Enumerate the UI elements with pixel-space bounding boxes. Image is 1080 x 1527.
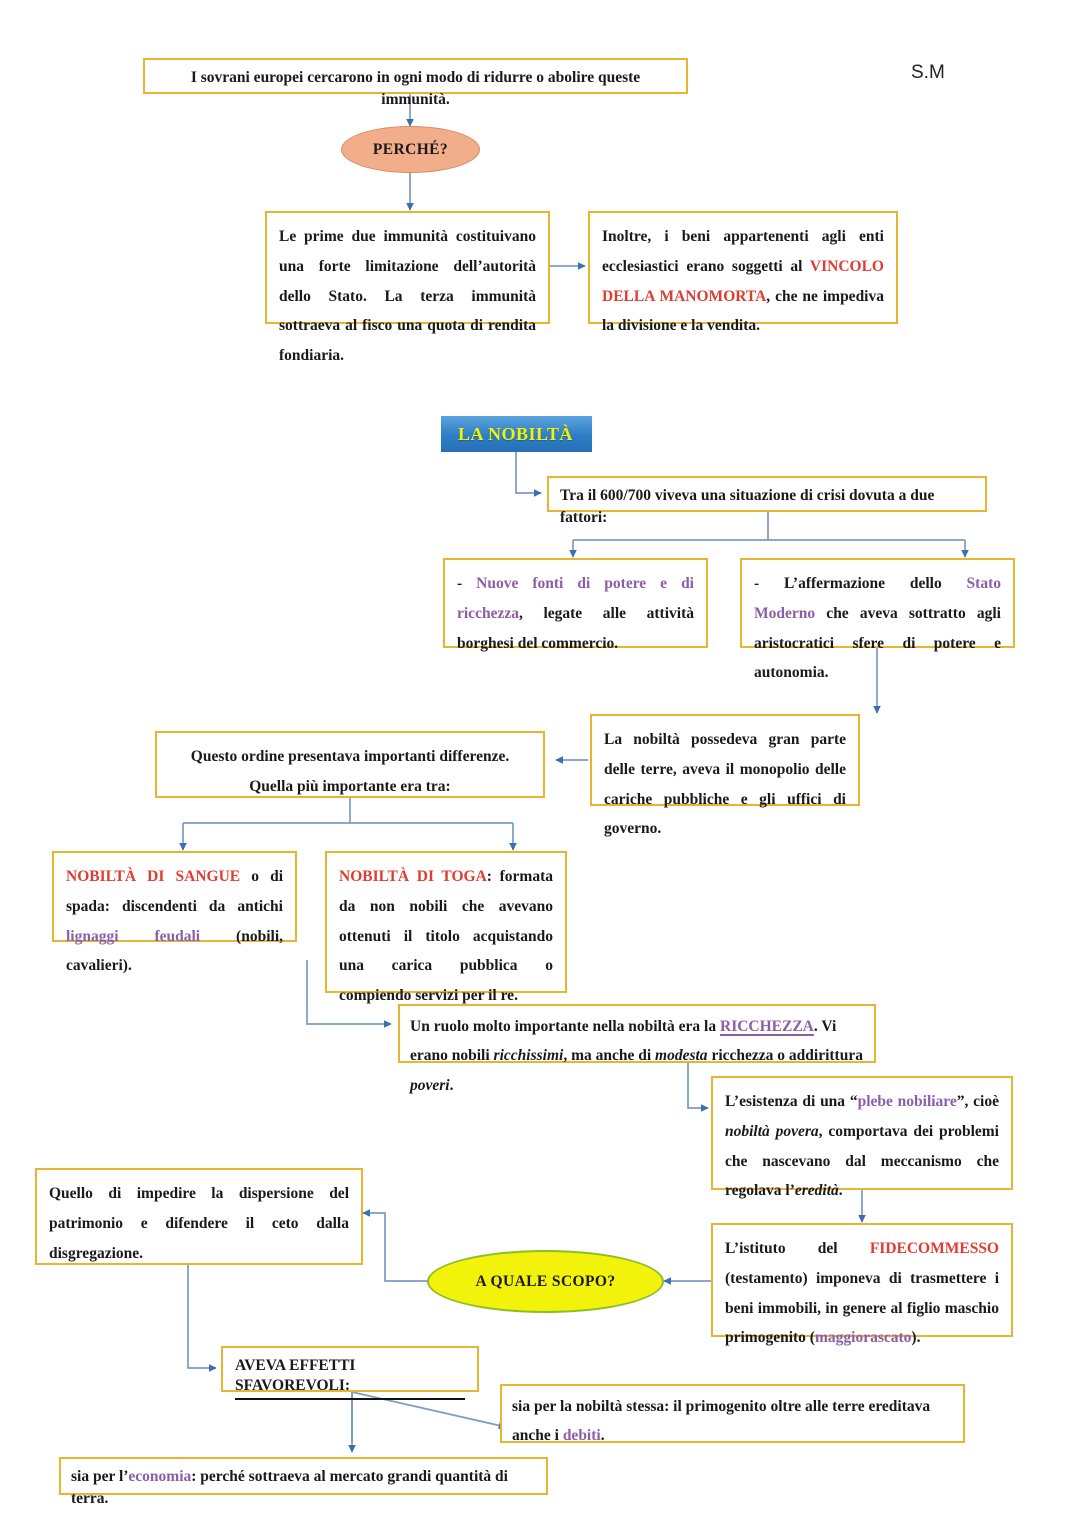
effetto-economia-highlight: economia	[128, 1468, 192, 1485]
effetto-nobilta-part1: sia per la nobiltà stessa: il primogenit…	[512, 1398, 931, 1445]
effetto-economia-part1: sia per l’	[71, 1468, 129, 1485]
fattore2-highlight: Stato Moderno	[754, 575, 1001, 622]
ricchezza-highlight: RICCHEZZA	[720, 1018, 814, 1035]
impedire-dispersione-box: Quello di impedire la dispersione del pa…	[35, 1168, 363, 1265]
differenze-box: Questo ordine presentava importanti diff…	[155, 731, 545, 798]
nobilta-di-toga-box: NOBILTÀ DI TOGA: formata da non nobili c…	[325, 851, 567, 1004]
plebe-part4: .	[838, 1182, 843, 1200]
fidecommesso-highlight2: maggiorascato	[814, 1329, 912, 1347]
section-header-label: LA NOBILTÀ	[458, 423, 573, 444]
plebe-nobiliare-box: L’esistenza di una “plebe nobiliare”, ci…	[711, 1076, 1013, 1199]
nobilta-di-sangue-box: NOBILTÀ DI SANGUE o di spada: discendent…	[52, 851, 297, 974]
ricchezza-ital1: ricchissimi	[493, 1047, 564, 1065]
manomorta-text-part2: , che ne impediva la divisione e la vend…	[602, 287, 884, 335]
sangue-part1: o di spada: discendenti da antichi	[66, 868, 283, 915]
ricchezza-part5: .	[449, 1076, 454, 1094]
possedeva-text: La nobiltà possedeva gran parte delle te…	[604, 731, 846, 838]
intro-text: I sovrani europei cercarono in ogni modo…	[190, 69, 641, 109]
fidecommesso-part3: ).	[911, 1329, 921, 1347]
fattore1-highlight: Nuove fonti di potere e di ricchezza	[457, 575, 694, 622]
manomorta-box: Inoltre, i beni appartenenti agli enti e…	[588, 211, 898, 334]
scopo-label: A QUALE SCOPO?	[475, 1272, 616, 1290]
ricchezza-box: Un ruolo molto importante nella nobiltà …	[398, 1004, 876, 1094]
plebe-part1: L’esistenza di una “	[725, 1093, 858, 1110]
perche-label: PERCHÉ?	[372, 140, 449, 158]
fattore-nuove-fonti-box: - Nuove fonti di potere e di ricchezza, …	[443, 558, 708, 652]
effetto-economia-box: sia per l’economia: perché sottraeva al …	[59, 1457, 548, 1507]
effetto-nobilta-box: sia per la nobiltà stessa: il primogenit…	[500, 1384, 965, 1445]
manomorta-highlight: VINCOLO DELLA MANOMORTA	[602, 257, 884, 305]
immunita-text: Le prime due immunità costituivano una f…	[279, 228, 536, 364]
fattore-stato-moderno-box: - L’affermazione dello Stato Moderno che…	[740, 558, 1015, 681]
fidecommesso-highlight: FIDECOMMESSO	[869, 1240, 999, 1257]
effetto-economia-part2: : perché sottraeva al mercato grandi qua…	[71, 1468, 508, 1508]
sangue-highlight: NOBILTÀ DI SANGUE	[66, 868, 241, 885]
possedeva-terre-box: La nobiltà possedeva gran parte delle te…	[590, 714, 860, 837]
toga-rest: : formata da non nobili che avevano otte…	[339, 868, 553, 1004]
impedire-text: Quello di impedire la dispersione del pa…	[49, 1185, 349, 1262]
ricchezza-ital2: modesta	[655, 1047, 708, 1065]
effetto-nobilta-part2: .	[600, 1427, 605, 1445]
sangue-highlight2: lignaggi feudali	[66, 927, 201, 945]
plebe-highlight: plebe nobiliare	[857, 1093, 957, 1110]
fidecommesso-part2: (testamento) imponeva di trasmettere i b…	[725, 1269, 999, 1347]
a-quale-scopo-ellipse: A QUALE SCOPO?	[427, 1250, 664, 1313]
sangue-part2: (nobili, cavalieri).	[66, 927, 284, 975]
differenze-text: Questo ordine presentava importanti diff…	[190, 748, 510, 795]
ricchezza-part1: Un ruolo molto importante nella nobiltà …	[410, 1018, 720, 1035]
effetti-title: AVEVA EFFETTI SFAVOREVOLI:	[235, 1356, 465, 1401]
effetto-nobilta-highlight: debiti	[562, 1427, 601, 1445]
crisi-box: Tra il 600/700 viveva una situazione di …	[547, 476, 987, 526]
plebe-ital1: nobiltà povera	[725, 1122, 819, 1140]
plebe-ital2: eredità	[794, 1182, 839, 1200]
fattore2-part2: che aveva sottratto agli aristocratici s…	[754, 604, 1001, 682]
fattore1-rest: , legate alle attività borghesi del comm…	[457, 604, 694, 652]
ricchezza-part4: ricchezza o addirittura	[707, 1047, 863, 1065]
perche-ellipse: PERCHÉ?	[341, 126, 480, 173]
ricchezza-part2: . Vi erano nobili	[410, 1018, 837, 1065]
ricchezza-ital3: poveri	[410, 1076, 450, 1094]
fattore2-part1: - L’affermazione dello	[754, 575, 967, 592]
ricchezza-part3: , ma anche di	[563, 1047, 656, 1065]
effetti-sfavorevoli-box: AVEVA EFFETTI SFAVOREVOLI:	[221, 1346, 479, 1401]
crisi-text: Tra il 600/700 viveva una situazione di …	[560, 487, 935, 527]
immunita-box: Le prime due immunità costituivano una f…	[265, 211, 550, 364]
author-initials: S.M	[911, 62, 945, 83]
intro-statement-box: I sovrani europei cercarono in ogni modo…	[143, 58, 688, 108]
fattore1-dash: -	[457, 575, 477, 592]
manomorta-text-part1: Inoltre, i beni appartenenti agli enti e…	[602, 228, 884, 275]
fidecommesso-box: L’istituto del FIDECOMMESSO (testamento)…	[711, 1223, 1013, 1346]
plebe-part2: ”, cioè	[956, 1093, 999, 1110]
section-header-nobilta: LA NOBILTÀ	[441, 416, 592, 452]
plebe-part3: , comportava dei problemi che nascevano …	[725, 1122, 999, 1200]
fidecommesso-part1: L’istituto del	[725, 1240, 870, 1257]
toga-highlight: NOBILTÀ DI TOGA	[339, 868, 487, 885]
